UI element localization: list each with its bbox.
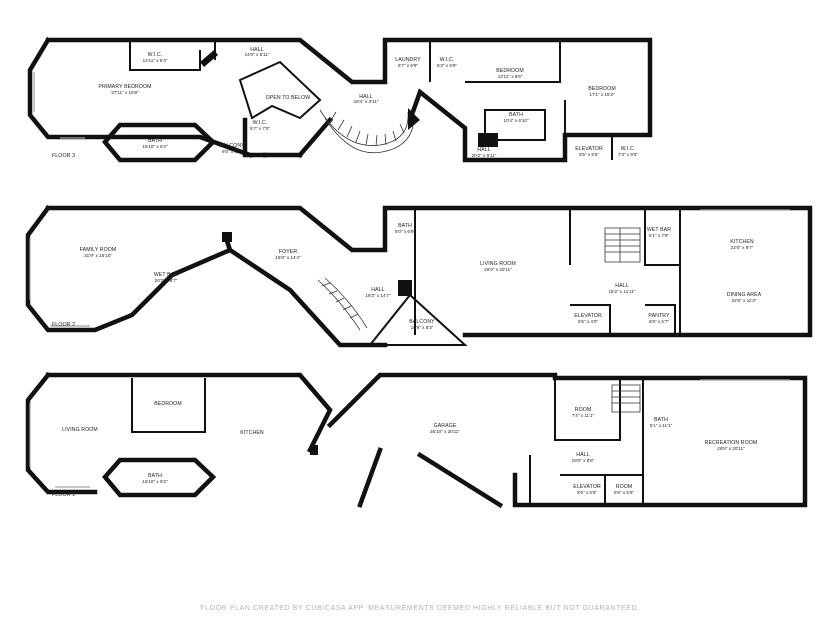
svg-text:19'3" x 14'7": 19'3" x 14'7" — [365, 293, 391, 298]
svg-text:16'8" x 14'4": 16'8" x 14'4" — [275, 255, 301, 260]
svg-text:LIVING ROOM: LIVING ROOM — [480, 261, 516, 267]
svg-text:5'1" x 7'6": 5'1" x 7'6" — [649, 233, 669, 238]
svg-text:FLOOR 2: FLOOR 2 — [52, 322, 75, 328]
svg-text:PANTRY: PANTRY — [648, 313, 670, 319]
svg-text:37'11" x 15'9": 37'11" x 15'9" — [111, 90, 139, 95]
svg-text:16'10" x 6'3": 16'10" x 6'3" — [142, 144, 168, 149]
svg-text:HALL: HALL — [615, 283, 628, 289]
svg-text:20'2" x 6'11": 20'2" x 6'11" — [472, 153, 497, 158]
svg-text:BEDROOM: BEDROOM — [588, 86, 616, 92]
svg-text:LAUNDRY: LAUNDRY — [395, 57, 421, 63]
svg-text:36'10" x 20'11": 36'10" x 20'11" — [430, 429, 460, 434]
svg-text:ELEVATOR: ELEVATOR — [575, 146, 603, 152]
svg-text:15'6" x 8'3": 15'6" x 8'3" — [411, 325, 434, 330]
svg-text:FAMILY ROOM: FAMILY ROOM — [80, 247, 117, 253]
svg-text:HALL: HALL — [477, 147, 490, 153]
svg-text:5'5" x 4'0": 5'5" x 4'0" — [578, 319, 598, 324]
svg-text:HALL: HALL — [371, 287, 384, 293]
svg-text:ROOM: ROOM — [616, 484, 633, 490]
svg-text:22'6" x 9'7": 22'6" x 9'7" — [731, 245, 754, 250]
svg-text:BATH: BATH — [148, 138, 162, 144]
svg-text:13'11" x 9'6": 13'11" x 9'6" — [498, 74, 523, 79]
svg-text:5'6" x 5'5": 5'6" x 5'5" — [577, 490, 597, 495]
svg-text:BEDROOM: BEDROOM — [154, 401, 182, 407]
svg-text:18'0" x 8'6": 18'0" x 8'6" — [572, 458, 595, 463]
svg-text:ROOM: ROOM — [575, 407, 592, 413]
svg-text:5'0" x 6'9": 5'0" x 6'9" — [395, 229, 415, 234]
svg-text:7'4" x 11'1": 7'4" x 11'1" — [572, 413, 595, 418]
svg-text:FLOOR 1: FLOOR 1 — [52, 492, 75, 498]
svg-text:HALL: HALL — [250, 47, 263, 53]
svg-text:HALL: HALL — [576, 452, 589, 458]
svg-text:5'8" x 5'7": 5'8" x 5'7" — [649, 319, 669, 324]
svg-text:5'7" x 7'0": 5'7" x 7'0" — [250, 126, 270, 131]
svg-text:FOYER: FOYER — [279, 249, 298, 255]
svg-text:18'2" x 11'11": 18'2" x 11'11" — [608, 289, 635, 294]
svg-text:W.I.C.: W.I.C. — [148, 52, 163, 58]
svg-text:14'0" x 5'11": 14'0" x 5'11" — [245, 52, 270, 57]
svg-text:PRIMARY BEDROOM: PRIMARY BEDROOM — [98, 84, 151, 90]
svg-text:20'2" x 8'7": 20'2" x 8'7" — [155, 278, 178, 283]
svg-text:RECREATION ROOM: RECREATION ROOM — [705, 440, 758, 446]
svg-text:6'7" x 6'9": 6'7" x 6'9" — [398, 63, 418, 68]
svg-text:W.I.C.: W.I.C. — [440, 57, 455, 63]
svg-text:8'6" x 5'5": 8'6" x 5'5" — [222, 149, 242, 154]
svg-text:BATH: BATH — [148, 473, 162, 479]
svg-text:DINING AREA: DINING AREA — [727, 292, 762, 298]
svg-text:5'5" x 5'5": 5'5" x 5'5" — [579, 152, 599, 157]
svg-text:W.I.C.: W.I.C. — [621, 146, 636, 152]
svg-text:5'8" x 5'5": 5'8" x 5'5" — [614, 490, 634, 495]
svg-text:KITCHEN: KITCHEN — [730, 239, 754, 245]
svg-text:BATH: BATH — [654, 417, 668, 423]
svg-text:5'1" x 11'1": 5'1" x 11'1" — [650, 423, 673, 428]
svg-text:WET BAR: WET BAR — [154, 272, 178, 278]
svg-text:W.I.C.: W.I.C. — [253, 120, 268, 126]
svg-text:WET BAR: WET BAR — [647, 227, 671, 233]
svg-text:BEDROOM: BEDROOM — [496, 68, 524, 74]
svg-text:14'11" x 5'4": 14'11" x 5'4" — [143, 58, 168, 63]
svg-text:31'9" x 15'10": 31'9" x 15'10" — [84, 253, 112, 258]
svg-text:GARAGE: GARAGE — [434, 423, 457, 429]
svg-text:10'4" x 6'10": 10'4" x 6'10" — [503, 118, 529, 123]
svg-text:17'1" x 15'3": 17'1" x 15'3" — [589, 92, 615, 97]
svg-text:BATH: BATH — [398, 223, 412, 229]
svg-text:5'3" x 6'9": 5'3" x 6'9" — [437, 63, 457, 68]
svg-text:BALCONY: BALCONY — [409, 319, 435, 325]
svg-text:FLOOR 3: FLOOR 3 — [52, 153, 75, 159]
svg-text:BALCONY: BALCONY — [219, 143, 245, 149]
svg-text:BATH: BATH — [509, 112, 523, 118]
svg-text:26'8" x 20'11": 26'8" x 20'11" — [717, 446, 745, 451]
svg-text:18'4" x 3'11": 18'4" x 3'11" — [354, 99, 379, 104]
svg-text:22'6" x 11'3": 22'6" x 11'3" — [732, 298, 757, 303]
svg-text:ELEVATOR: ELEVATOR — [574, 313, 602, 319]
svg-text:26'0" x 20'11": 26'0" x 20'11" — [484, 267, 512, 272]
svg-text:HALL: HALL — [359, 94, 372, 100]
svg-text:LIVING ROOM: LIVING ROOM — [62, 427, 98, 433]
svg-text:ELEVATOR: ELEVATOR — [573, 484, 601, 490]
svg-text:OPEN TO BELOW: OPEN TO BELOW — [266, 95, 311, 101]
svg-text:16'10" x 6'3": 16'10" x 6'3" — [142, 479, 168, 484]
svg-text:7'3" x 9'5": 7'3" x 9'5" — [618, 152, 638, 157]
svg-text:KITCHEN: KITCHEN — [240, 430, 264, 436]
footer-disclaimer: FLOOR PLAN CREATED BY CUBICASA APP. MEAS… — [200, 605, 640, 612]
